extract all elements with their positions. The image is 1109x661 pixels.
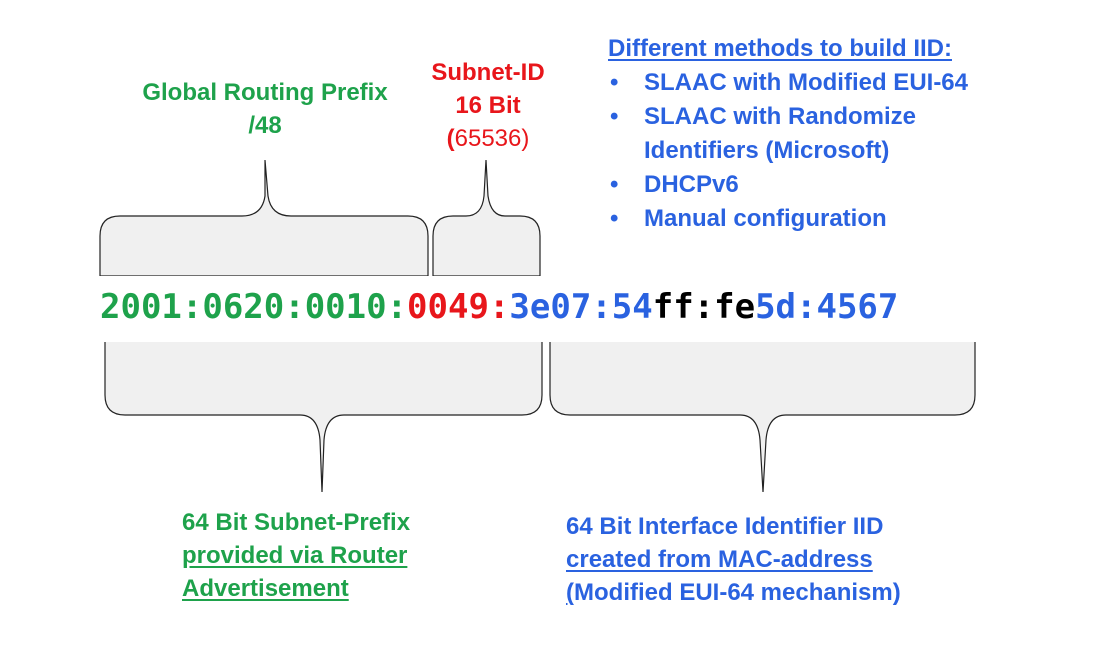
iid-note-title: 64 Bit Interface Identifier IID bbox=[566, 513, 884, 540]
iid-note-mechanism-text: Modified EUI-64 mechanism) bbox=[574, 579, 901, 606]
bullet-icon: • bbox=[610, 205, 619, 232]
subnet-id-open-paren: ( bbox=[446, 125, 455, 152]
address-routing-prefix: 2001:0620:0010: bbox=[100, 287, 408, 327]
method-label: DHCPv6 bbox=[644, 171, 739, 198]
subnet-prefix-source: provided via Router bbox=[182, 542, 408, 569]
address-iid-part2: 5d:4567 bbox=[755, 287, 899, 327]
brace-global-routing-prefix bbox=[99, 159, 429, 277]
address-iid-fffe: ff:fe bbox=[652, 287, 756, 327]
address-band bbox=[95, 276, 1030, 342]
global-routing-prefix-length: /48 bbox=[248, 112, 282, 139]
brace-interface-identifier bbox=[549, 339, 976, 493]
bullet-icon: • bbox=[610, 171, 619, 198]
list-item: • SLAAC with Modified EUI-64 bbox=[608, 66, 1088, 100]
iid-note-open-paren: ( bbox=[566, 579, 574, 606]
address-subnet-id: 0049 bbox=[407, 287, 489, 327]
subnet-id-bits: 16 Bit bbox=[455, 92, 521, 119]
ipv6-address: 2001:0620:0010:0049:3e07:54ff:fe5d:4567 bbox=[100, 287, 898, 327]
iid-methods-heading: Different methods to build IID: bbox=[608, 35, 952, 62]
subnet-prefix-note: 64 Bit Subnet-Prefix provided via Router… bbox=[182, 506, 502, 605]
brace-subnet-id bbox=[432, 159, 541, 277]
iid-note-source: created from MAC-address bbox=[566, 546, 873, 573]
interface-identifier-note: 64 Bit Interface Identifier IID created … bbox=[566, 510, 1006, 609]
method-label: Manual configuration bbox=[644, 205, 887, 232]
iid-methods-panel: Different methods to build IID: • SLAAC w… bbox=[608, 32, 1088, 236]
list-item: • DHCPv6 bbox=[608, 168, 1088, 202]
subnet-prefix-title: 64 Bit Subnet-Prefix bbox=[182, 509, 411, 536]
address-subnet-colon: : bbox=[488, 287, 510, 327]
subnet-id-close-paren: ) bbox=[521, 125, 530, 152]
subnet-id-count: 65536 bbox=[454, 125, 522, 152]
method-label: SLAAC with Randomize bbox=[644, 103, 917, 130]
subnet-prefix-source-continued: Advertisement bbox=[182, 575, 349, 602]
bullet-icon: • bbox=[610, 69, 619, 96]
method-label-continued: Identifiers (Microsoft) bbox=[644, 137, 890, 164]
brace-subnet-prefix bbox=[104, 339, 543, 493]
method-label: SLAAC with Modified EUI-64 bbox=[644, 69, 968, 96]
global-routing-prefix-title: Global Routing Prefix bbox=[142, 79, 388, 106]
bullet-icon: • bbox=[610, 103, 619, 130]
iid-methods-list: • SLAAC with Modified EUI-64 • SLAAC with … bbox=[608, 66, 1088, 236]
subnet-id-title: Subnet-ID bbox=[431, 59, 545, 86]
global-routing-prefix-label: Global Routing Prefix /48 bbox=[100, 76, 430, 142]
address-iid-part1: 3e07:54 bbox=[509, 287, 653, 327]
subnet-id-label: Subnet-ID 16 Bit (65536) bbox=[410, 56, 566, 155]
iid-note-mechanism: (Modified EUI-64 mechanism) bbox=[566, 576, 1006, 609]
subnet-id-count-line: (65536) bbox=[410, 122, 566, 155]
list-item: • Manual configuration bbox=[608, 202, 1088, 236]
